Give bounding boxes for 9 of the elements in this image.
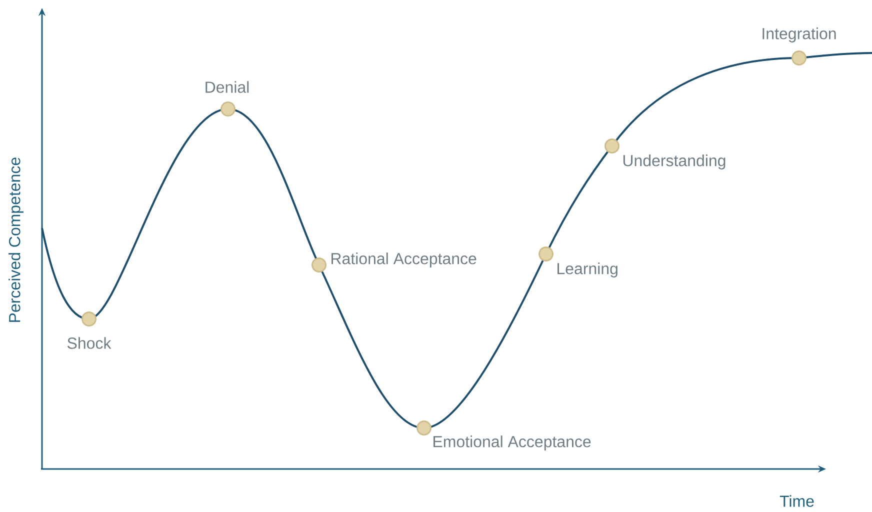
- stage-label: Shock: [68, 337, 112, 349]
- stage-label: Integration: [762, 28, 836, 42]
- stage-label: Emotional Acceptance: [434, 436, 591, 450]
- stage-label: Rational Acceptance: [332, 252, 476, 268]
- stage-label: Understanding: [623, 154, 726, 170]
- stage-label: Learning: [558, 262, 618, 278]
- stage-label: Denial: [206, 81, 249, 93]
- axis-title: Time: [780, 495, 814, 507]
- axis-title: Perceived Competence: [8, 158, 24, 322]
